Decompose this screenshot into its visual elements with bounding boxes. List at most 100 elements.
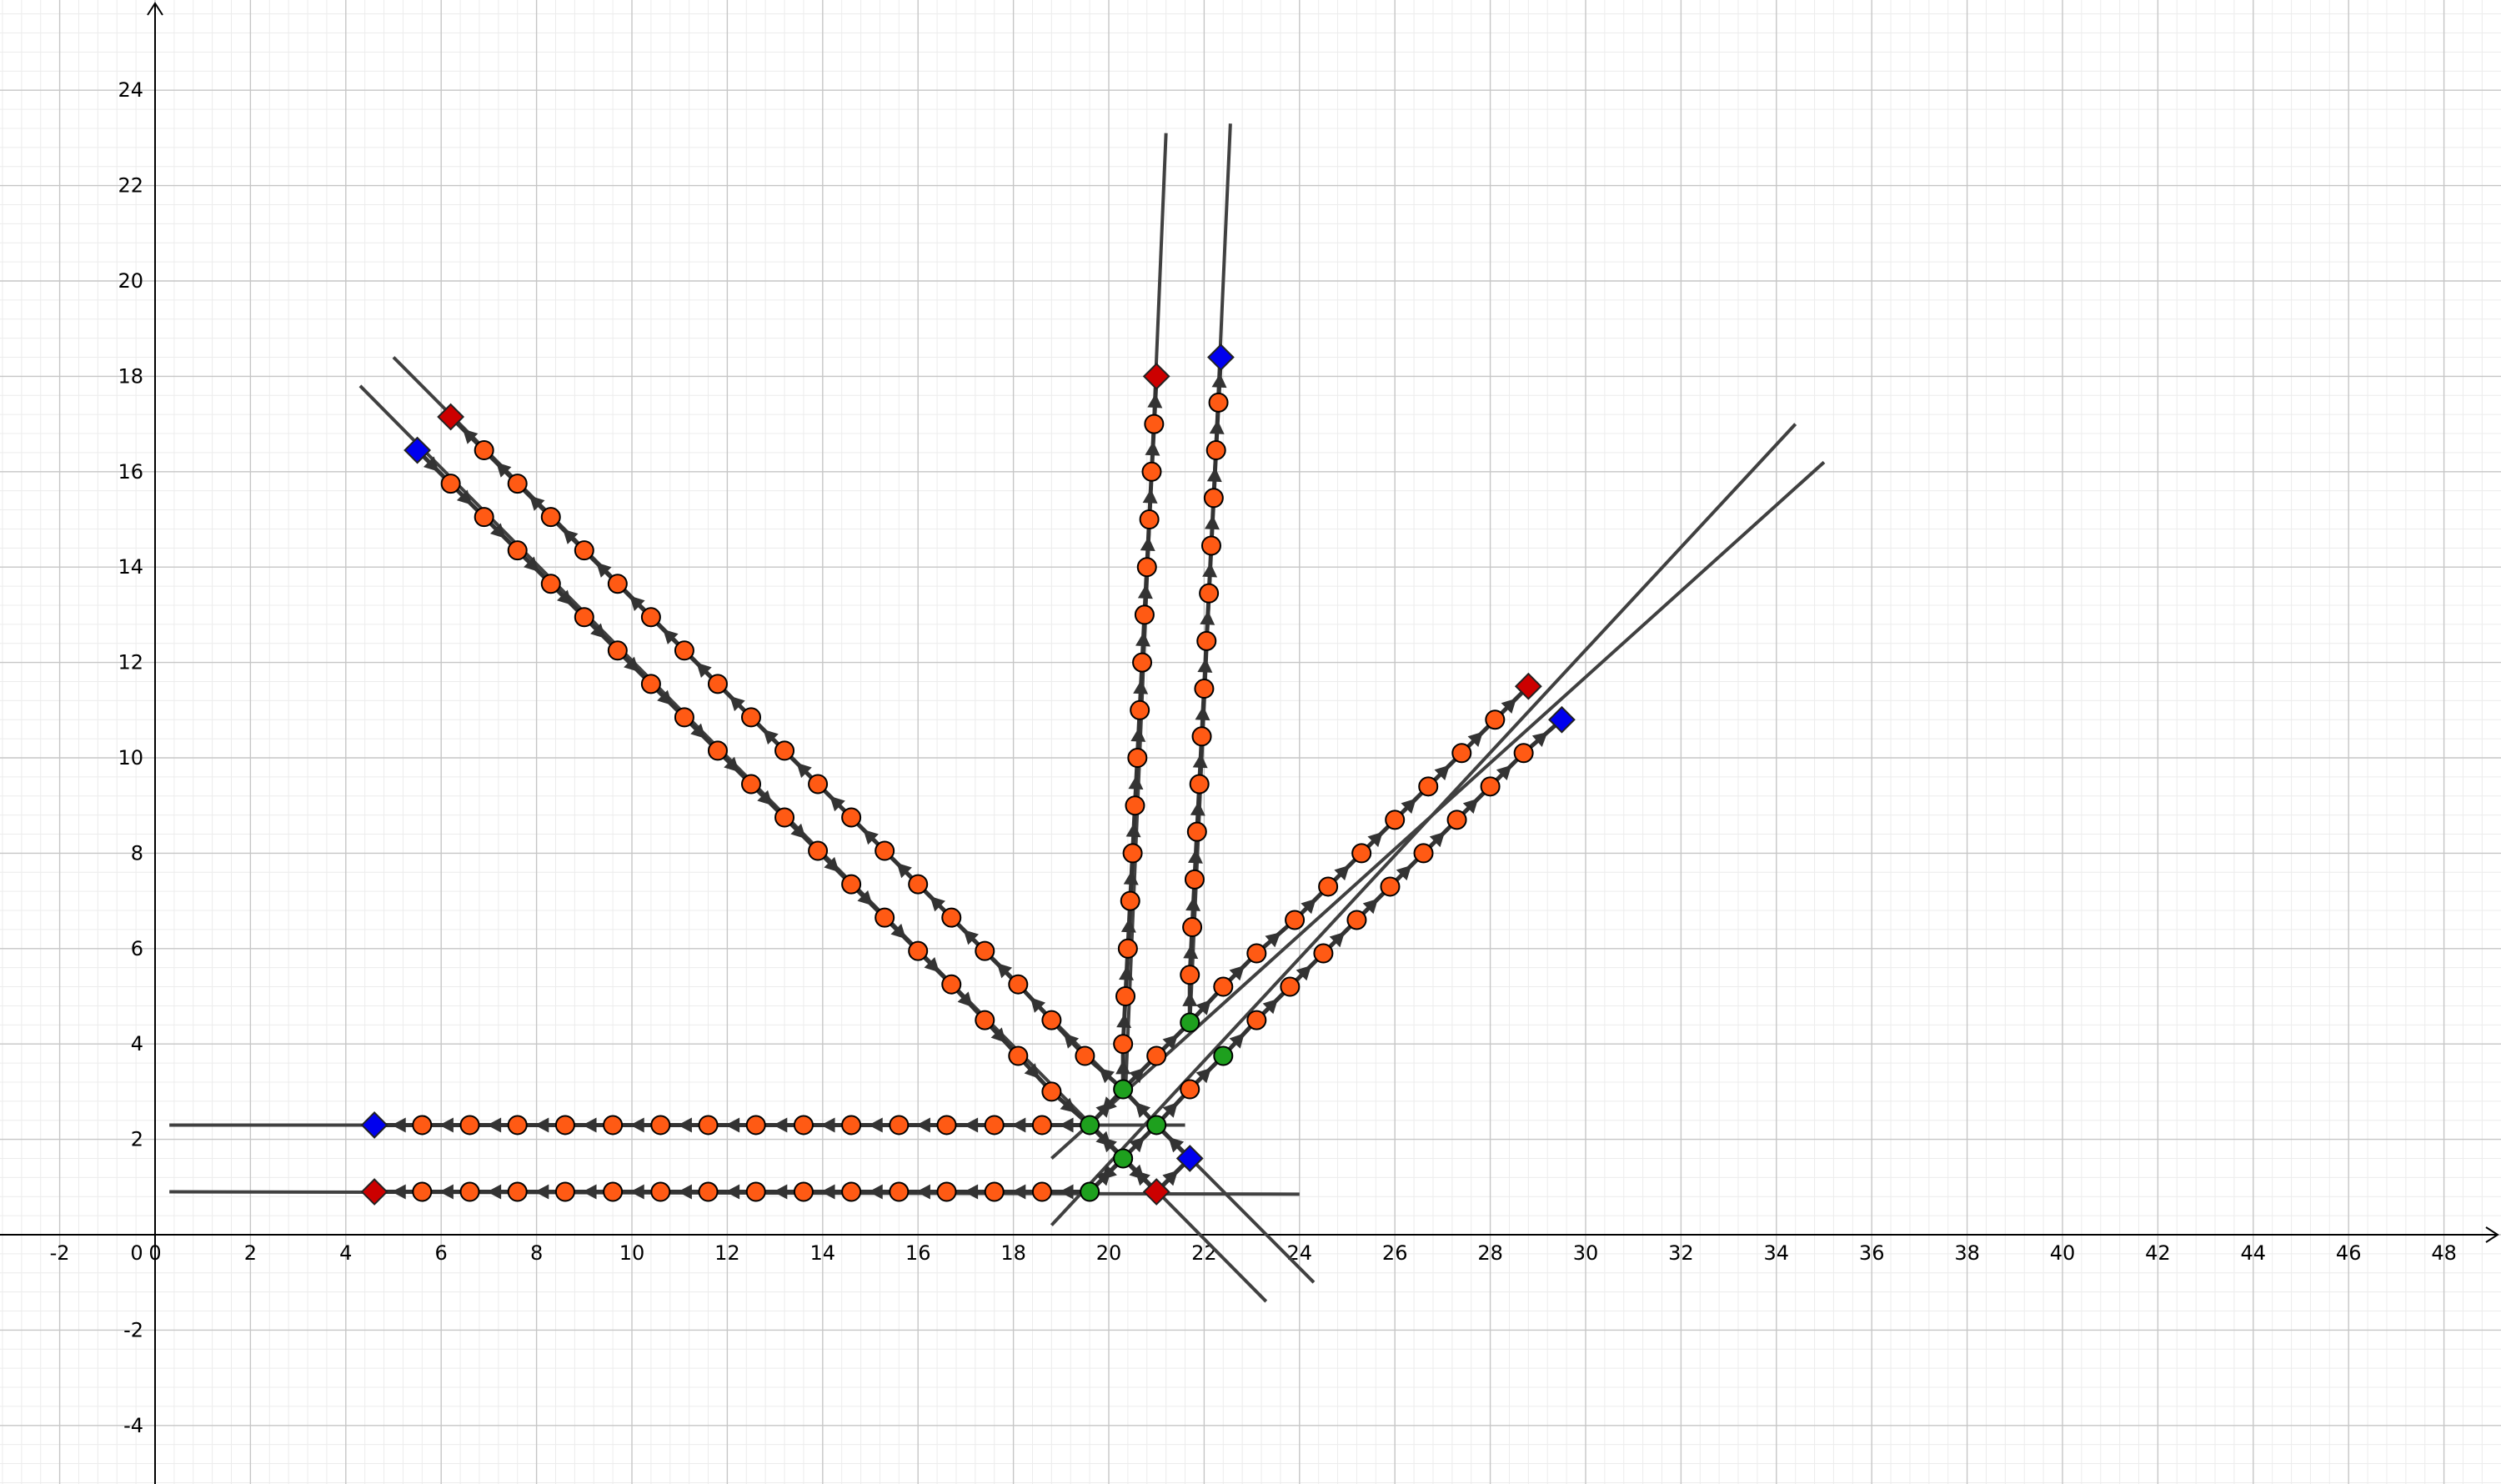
path-point[interactable] xyxy=(1184,869,1205,890)
path-point[interactable] xyxy=(741,707,761,728)
path-point[interactable] xyxy=(1127,748,1148,768)
path-point[interactable] xyxy=(1144,414,1165,434)
path-point[interactable] xyxy=(875,840,895,861)
path-point[interactable] xyxy=(774,807,795,828)
path-point[interactable] xyxy=(1130,699,1150,720)
path-point[interactable] xyxy=(507,1181,528,1202)
path-point[interactable] xyxy=(1413,843,1434,864)
path-point[interactable] xyxy=(507,540,528,561)
path-point[interactable] xyxy=(841,1115,862,1136)
path-point[interactable] xyxy=(1380,876,1401,897)
path-point[interactable] xyxy=(1205,440,1226,461)
path-point[interactable] xyxy=(540,574,561,594)
end-marker[interactable] xyxy=(403,436,432,464)
end-marker[interactable] xyxy=(1207,343,1235,371)
path-point[interactable] xyxy=(603,1181,624,1202)
path-point[interactable] xyxy=(1246,1010,1267,1030)
path-point[interactable] xyxy=(459,1115,480,1136)
path-point[interactable] xyxy=(1125,795,1145,816)
path-point[interactable] xyxy=(1031,1181,1052,1202)
path-point[interactable] xyxy=(1194,679,1215,699)
path-point[interactable] xyxy=(1480,776,1501,797)
path-point[interactable] xyxy=(1189,774,1210,795)
path-point[interactable] xyxy=(793,1115,814,1136)
path-point[interactable] xyxy=(1451,743,1472,764)
path-point[interactable] xyxy=(1113,1034,1134,1055)
path-point[interactable] xyxy=(1008,1045,1029,1066)
path-point[interactable] xyxy=(984,1115,1005,1136)
path-point[interactable] xyxy=(1031,1115,1052,1136)
path-point[interactable] xyxy=(1008,974,1029,995)
path-point[interactable] xyxy=(507,1115,528,1136)
path-point[interactable] xyxy=(1280,976,1301,997)
end-marker[interactable] xyxy=(1175,1145,1204,1172)
path-point[interactable] xyxy=(1141,461,1162,482)
path-point[interactable] xyxy=(1200,535,1221,556)
path-point[interactable] xyxy=(841,807,862,828)
path-point[interactable] xyxy=(1199,583,1220,604)
path-point[interactable] xyxy=(474,507,494,528)
path-point[interactable] xyxy=(745,1181,766,1202)
path-point[interactable] xyxy=(1041,1010,1062,1030)
path-point[interactable] xyxy=(936,1115,957,1136)
path-point[interactable] xyxy=(1120,890,1140,911)
path-point[interactable] xyxy=(1136,557,1157,578)
path-point[interactable] xyxy=(674,707,694,728)
path-point[interactable] xyxy=(574,540,594,561)
path-point[interactable] xyxy=(975,940,995,961)
path-point[interactable] xyxy=(1213,976,1234,997)
path-point[interactable] xyxy=(1186,821,1207,842)
path-point[interactable] xyxy=(1196,630,1217,651)
intersection-point[interactable] xyxy=(1080,1181,1100,1202)
path-point[interactable] xyxy=(1075,1045,1095,1066)
end-marker[interactable] xyxy=(1547,705,1576,734)
path-point[interactable] xyxy=(1191,726,1212,747)
path-point[interactable] xyxy=(1385,810,1406,830)
path-point[interactable] xyxy=(1446,810,1467,830)
path-point[interactable] xyxy=(1513,743,1534,764)
path-point[interactable] xyxy=(674,640,694,661)
start-marker[interactable] xyxy=(1142,362,1170,390)
path-point[interactable] xyxy=(474,440,494,461)
path-point[interactable] xyxy=(1313,943,1334,964)
path-point[interactable] xyxy=(875,907,895,928)
path-point[interactable] xyxy=(793,1181,814,1202)
path-point[interactable] xyxy=(1139,509,1160,529)
path-point[interactable] xyxy=(412,1115,433,1136)
path-point[interactable] xyxy=(1418,776,1439,797)
start-marker[interactable] xyxy=(437,403,465,431)
intersection-point[interactable] xyxy=(1180,1012,1200,1033)
intersection-point[interactable] xyxy=(1113,1148,1134,1169)
path-point[interactable] xyxy=(745,1115,766,1136)
path-point[interactable] xyxy=(554,1181,575,1202)
intersection-point[interactable] xyxy=(1113,1079,1134,1100)
path-point[interactable] xyxy=(808,774,829,795)
start-marker[interactable] xyxy=(1514,672,1542,700)
path-point[interactable] xyxy=(707,674,728,694)
path-point[interactable] xyxy=(1180,965,1200,985)
path-point[interactable] xyxy=(889,1115,910,1136)
path-point[interactable] xyxy=(975,1010,995,1030)
path-point[interactable] xyxy=(650,1181,671,1202)
path-point[interactable] xyxy=(650,1115,671,1136)
path-point[interactable] xyxy=(841,1181,862,1202)
path-point[interactable] xyxy=(808,840,829,861)
path-point[interactable] xyxy=(412,1181,433,1202)
path-point[interactable] xyxy=(1351,843,1372,864)
path-point[interactable] xyxy=(1246,943,1267,964)
path-point[interactable] xyxy=(440,474,461,494)
path-point[interactable] xyxy=(607,574,628,594)
path-point[interactable] xyxy=(841,874,862,895)
start-marker[interactable] xyxy=(360,1178,388,1206)
path-point[interactable] xyxy=(707,740,728,761)
intersection-point[interactable] xyxy=(1146,1115,1167,1136)
path-point[interactable] xyxy=(941,974,962,995)
path-point[interactable] xyxy=(1346,910,1367,930)
path-point[interactable] xyxy=(1122,843,1143,864)
path-point[interactable] xyxy=(1203,488,1224,509)
path-point[interactable] xyxy=(1117,938,1138,959)
path-point[interactable] xyxy=(1134,604,1155,625)
path-point[interactable] xyxy=(1146,1045,1167,1066)
path-point[interactable] xyxy=(774,740,795,761)
